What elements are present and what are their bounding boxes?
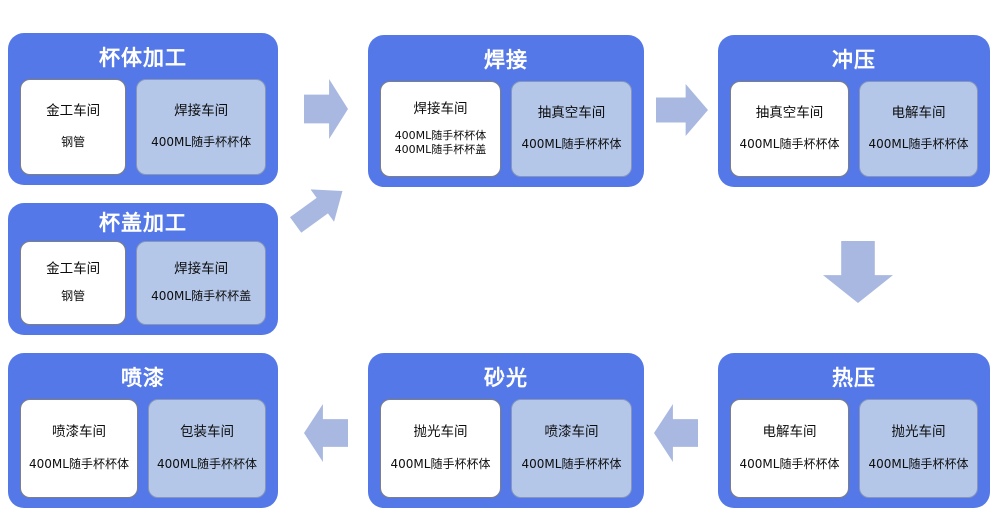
workshop-card: 焊接车间 400ML随手杯杯体 — [136, 79, 266, 175]
material-line: 钢管 — [61, 289, 86, 304]
block-cup-body-processing: 杯体加工 金工车间 钢管 焊接车间 400ML随手杯杯体 — [8, 33, 278, 185]
material-line: 400ML随手杯杯体 — [29, 457, 129, 472]
arrow-sanding-to-spraypaint-icon — [304, 404, 348, 462]
workshop-name: 焊接车间 — [413, 101, 468, 118]
workshop-name: 电解车间 — [891, 105, 946, 122]
workshop-card: 包装车间 400ML随手杯杯体 — [148, 399, 266, 498]
material-line: 400ML随手杯杯体 — [739, 457, 840, 472]
block-title: 焊接 — [484, 48, 528, 72]
workshop-name: 抛光车间 — [891, 424, 946, 441]
workshop-name: 抽真空车间 — [537, 105, 606, 122]
arrow-cuplid-to-welding-icon — [284, 175, 354, 241]
workshop-name: 喷漆车间 — [544, 424, 599, 441]
material-line: 400ML随手杯杯体 — [868, 137, 969, 152]
workshop-cards: 金工车间 钢管 焊接车间 400ML随手杯杯盖 — [18, 241, 268, 325]
workshop-cards: 焊接车间 400ML随手杯杯体 400ML随手杯杯盖 抽真空车间 400ML随手… — [378, 81, 634, 177]
workshop-card: 电解车间 400ML随手杯杯体 — [730, 399, 849, 498]
workshop-card: 金工车间 钢管 — [20, 79, 127, 175]
block-title: 热压 — [832, 366, 876, 390]
block-title: 喷漆 — [121, 366, 165, 390]
workshop-card: 抛光车间 400ML随手杯杯体 — [859, 399, 978, 498]
workshop-cards: 金工车间 钢管 焊接车间 400ML随手杯杯体 — [18, 79, 268, 175]
material-line: 400ML随手杯杯体 — [390, 457, 491, 472]
workshop-card: 金工车间 钢管 — [20, 241, 127, 325]
material-line: 400ML随手杯杯体 — [394, 129, 487, 143]
workshop-cards: 抛光车间 400ML随手杯杯体 喷漆车间 400ML随手杯杯体 — [378, 399, 634, 498]
workshop-name: 电解车间 — [762, 424, 817, 441]
block-hot-pressing: 热压 电解车间 400ML随手杯杯体 抛光车间 400ML随手杯杯体 — [718, 353, 990, 508]
material-line: 钢管 — [61, 135, 86, 150]
material-line: 400ML随手杯杯体 — [868, 457, 969, 472]
workshop-name: 抽真空车间 — [755, 105, 824, 122]
block-title: 杯体加工 — [99, 46, 187, 70]
block-title: 砂光 — [484, 366, 528, 390]
workshop-card: 喷漆车间 400ML随手杯杯体 — [511, 399, 632, 498]
workshop-card: 焊接车间 400ML随手杯杯体 400ML随手杯杯盖 — [380, 81, 501, 177]
workshop-cards: 电解车间 400ML随手杯杯体 抛光车间 400ML随手杯杯体 — [728, 399, 980, 498]
workshop-card: 焊接车间 400ML随手杯杯盖 — [136, 241, 266, 325]
workshop-card: 电解车间 400ML随手杯杯体 — [859, 81, 978, 177]
workshop-name: 焊接车间 — [174, 103, 229, 120]
material-line: 400ML随手杯杯体 — [521, 457, 622, 472]
block-sanding: 砂光 抛光车间 400ML随手杯杯体 喷漆车间 400ML随手杯杯体 — [368, 353, 644, 508]
arrow-welding-to-stamping-icon — [656, 84, 708, 136]
material-line: 400ML随手杯杯体 — [157, 457, 257, 472]
workshop-cards: 喷漆车间 400ML随手杯杯体 包装车间 400ML随手杯杯体 — [18, 399, 268, 498]
workshop-card: 喷漆车间 400ML随手杯杯体 — [20, 399, 138, 498]
workshop-card: 抽真空车间 400ML随手杯杯体 — [730, 81, 849, 177]
workshop-name: 喷漆车间 — [52, 424, 106, 441]
material-line: 400ML随手杯杯体 — [151, 135, 252, 150]
material-line: 400ML随手杯杯体 — [739, 137, 840, 152]
workshop-name: 金工车间 — [46, 261, 101, 278]
workshop-card: 抛光车间 400ML随手杯杯体 — [380, 399, 501, 498]
block-stamping: 冲压 抽真空车间 400ML随手杯杯体 电解车间 400ML随手杯杯体 — [718, 35, 990, 187]
workshop-name: 金工车间 — [46, 103, 101, 120]
material-line: 400ML随手杯杯盖 — [151, 289, 252, 304]
workshop-name: 抛光车间 — [413, 424, 468, 441]
arrow-stamping-to-hotpress-icon — [823, 241, 893, 303]
block-welding: 焊接 焊接车间 400ML随手杯杯体 400ML随手杯杯盖 抽真空车间 400M… — [368, 35, 644, 187]
workshop-name: 焊接车间 — [174, 261, 229, 278]
material-line: 400ML随手杯杯体 — [521, 137, 622, 152]
arrow-hotpress-to-sanding-icon — [654, 404, 698, 462]
workshop-name: 包装车间 — [180, 424, 234, 441]
block-title: 杯盖加工 — [99, 211, 187, 235]
material-line: 400ML随手杯杯盖 — [394, 143, 487, 157]
block-title: 冲压 — [832, 48, 876, 72]
workshop-card: 抽真空车间 400ML随手杯杯体 — [511, 81, 632, 177]
arrow-cupbody-to-welding-icon — [304, 79, 348, 139]
block-spray-painting: 喷漆 喷漆车间 400ML随手杯杯体 包装车间 400ML随手杯杯体 — [8, 353, 278, 508]
block-cup-lid-processing: 杯盖加工 金工车间 钢管 焊接车间 400ML随手杯杯盖 — [8, 203, 278, 335]
workshop-cards: 抽真空车间 400ML随手杯杯体 电解车间 400ML随手杯杯体 — [728, 81, 980, 177]
